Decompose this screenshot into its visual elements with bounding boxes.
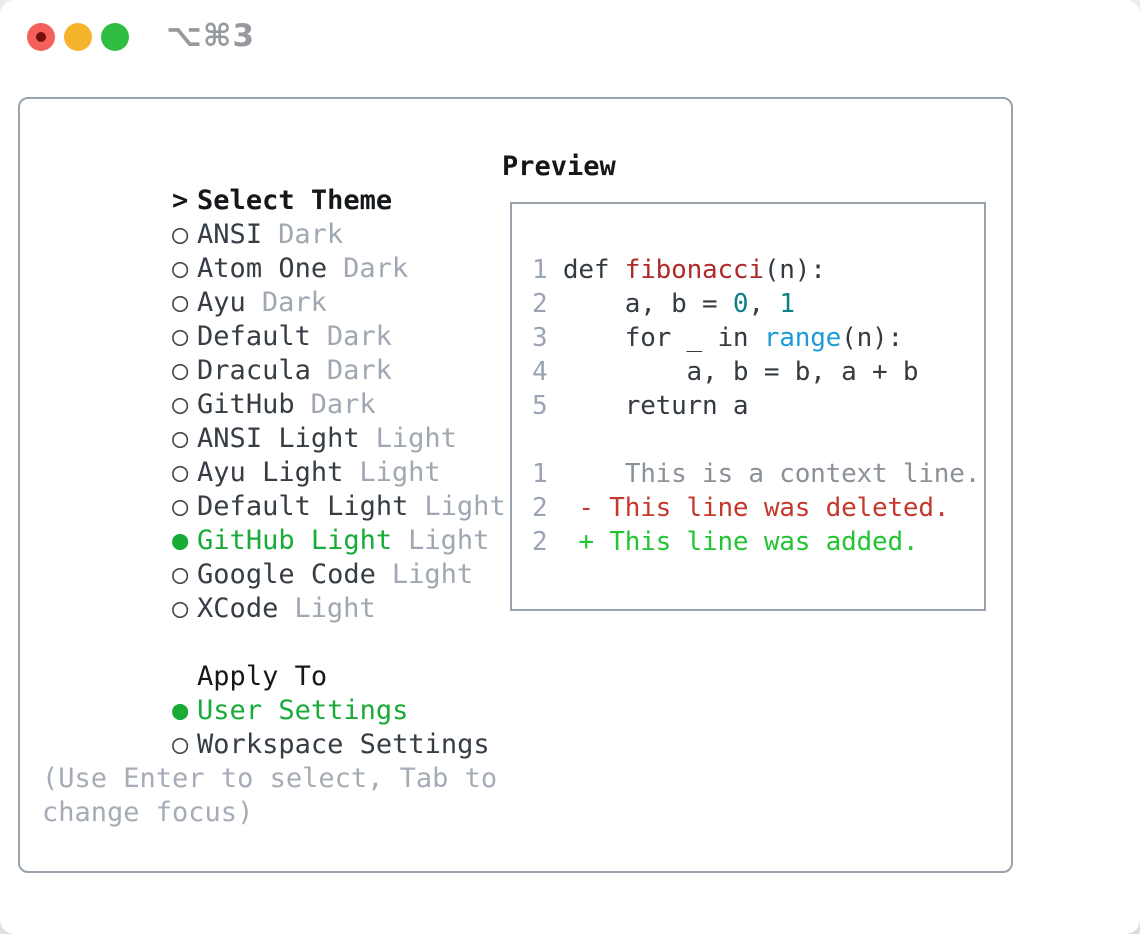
diff-added-line: 2 + This line was added. [532, 527, 919, 557]
code-line-3: 3 for _ in range(n): [532, 323, 903, 353]
builtin-token: range [763, 323, 842, 353]
preview-box: 1 def fibonacci(n): 2 a, b = 0, 1 3 for … [510, 202, 986, 611]
radio-icon: ○ [172, 355, 189, 386]
radio-icon: ○ [172, 389, 189, 420]
number-token: 0 [732, 289, 749, 319]
diff-context-line: 1 This is a context line. [532, 459, 981, 489]
help-text-line-2: change focus) [42, 797, 254, 828]
radio-icon: ○ [172, 559, 189, 590]
theme-tag: Light [294, 593, 376, 624]
code-line-5: 5 return a [532, 391, 749, 421]
select-theme-header: > Select Theme [42, 150, 494, 216]
window-titlebar: ⌥⌘3 [0, 0, 1140, 75]
window-title: ⌥⌘3 [166, 18, 256, 54]
apply-option-workspace-settings[interactable]: ○Workspace Settings [172, 729, 490, 760]
code-line-2: 2 a, b = 0, 1 [532, 289, 795, 319]
radio-selected-icon: ● [172, 695, 189, 726]
blank-line [532, 219, 984, 253]
line-number: 3 [532, 323, 548, 353]
diff-deleted-line: 2 - This line was deleted. [532, 493, 950, 523]
function-name-token: fibonacci [624, 255, 764, 285]
theme-tag: Light [359, 457, 441, 488]
radio-icon: ○ [172, 253, 189, 284]
focus-caret-icon: > [172, 185, 189, 216]
preview-header: Preview [502, 151, 616, 182]
theme-tag: Light [375, 423, 457, 454]
theme-tag: Dark [326, 321, 392, 352]
select-theme-label: Select Theme [197, 185, 393, 216]
theme-tag: Dark [326, 355, 392, 386]
line-number: 4 [532, 357, 548, 387]
radio-icon: ○ [172, 491, 189, 522]
help-text-line-1: (Use Enter to select, Tab to [42, 763, 498, 794]
line-number: 5 [532, 391, 548, 421]
minimize-button[interactable] [64, 23, 92, 51]
radio-icon: ○ [172, 729, 189, 760]
code-line-1: 1 def fibonacci(n): [532, 255, 826, 285]
theme-tag: Dark [310, 389, 376, 420]
line-number: 2 [532, 527, 548, 557]
line-number: 2 [532, 493, 548, 523]
theme-tag: Dark [343, 253, 409, 284]
theme-tag: Light [424, 491, 506, 522]
apply-to-header: Apply To [42, 626, 494, 692]
record-dot-icon [36, 32, 46, 42]
close-button[interactable] [27, 23, 55, 51]
radio-selected-icon: ● [172, 525, 189, 556]
apply-option-user-settings[interactable]: ●User Settings [172, 695, 409, 726]
number-token: 1 [779, 289, 795, 319]
radio-icon: ○ [172, 423, 189, 454]
theme-tag: Light [391, 559, 474, 590]
theme-tag: Dark [261, 287, 327, 318]
theme-tag: Dark [278, 219, 344, 250]
blank-line [532, 423, 984, 457]
line-number: 1 [532, 459, 548, 489]
line-number: 2 [532, 289, 548, 319]
radio-icon: ○ [172, 219, 189, 250]
radio-icon: ○ [172, 321, 189, 352]
radio-icon: ○ [172, 593, 189, 624]
apply-to-label: Apply To [197, 661, 328, 692]
line-number: 1 [532, 255, 548, 285]
radio-icon: ○ [172, 457, 189, 488]
theme-tag: Light [408, 525, 490, 556]
radio-icon: ○ [172, 287, 189, 318]
code-line-4: 4 a, b = b, a + b [532, 357, 919, 387]
maximize-button[interactable] [101, 23, 129, 51]
